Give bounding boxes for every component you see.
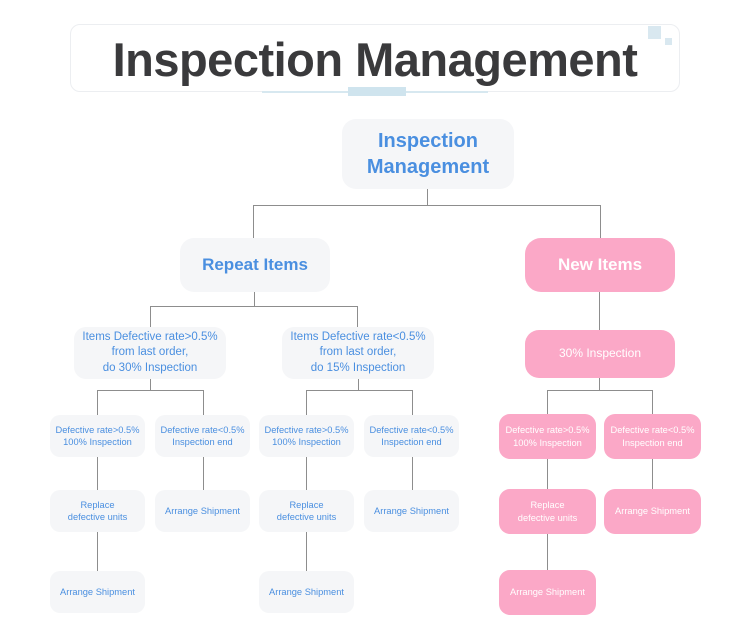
- node-defective-lt-inspection-end-b[interactable]: Defective rate<0.5%Inspection end: [364, 415, 459, 457]
- connector-to-n4c: [306, 390, 308, 416]
- connector-r3-down: [599, 378, 601, 391]
- connector-to-n4f: [652, 390, 654, 415]
- connector-to-n4d: [412, 390, 414, 416]
- connector-level3-bar: [150, 306, 358, 308]
- connector-l3b-down: [358, 379, 360, 391]
- connector-n5e-n6p: [547, 534, 549, 571]
- connector-n4e-n5e: [547, 459, 549, 490]
- node-30-percent-inspection[interactable]: 30% Inspection: [525, 330, 675, 378]
- title-underline-accent: [348, 87, 406, 96]
- connector-n4f-n5f: [652, 459, 654, 490]
- connector-repeat-down: [254, 292, 256, 307]
- header-card: [70, 24, 680, 92]
- connector-n4c-n5c: [306, 457, 308, 491]
- connector-to-l3b: [357, 306, 359, 328]
- connector-r3-bar: [547, 390, 653, 392]
- connector-root-down: [427, 189, 429, 206]
- connector-to-repeat-items: [253, 205, 255, 239]
- node-defective-gt-100-inspection-new[interactable]: Defective rate>0.5%100% Inspection: [499, 414, 596, 459]
- connector-to-n4b: [203, 390, 205, 416]
- node-items-defective-rate-gt[interactable]: Items Defective rate>0.5%from last order…: [74, 327, 226, 379]
- node-new-items[interactable]: New Items: [525, 238, 675, 292]
- node-items-defective-rate-lt[interactable]: Items Defective rate<0.5%from last order…: [282, 327, 434, 379]
- node-arrange-shipment-final-b[interactable]: Arrange Shipment: [259, 571, 354, 613]
- node-arrange-shipment-b[interactable]: Arrange Shipment: [364, 490, 459, 532]
- node-arrange-shipment-final-new[interactable]: Arrange Shipment: [499, 570, 596, 615]
- connector-l3b-bar: [306, 390, 413, 392]
- node-defective-gt-100-inspection-a[interactable]: Defective rate>0.5%100% Inspection: [50, 415, 145, 457]
- decorative-square-small-icon: [665, 38, 672, 45]
- node-repeat-items[interactable]: Repeat Items: [180, 238, 330, 292]
- connector-n5c-n6b: [306, 532, 308, 572]
- connector-to-n4e: [547, 390, 549, 415]
- page-title: Inspection Management: [112, 32, 638, 86]
- node-arrange-shipment-final-a[interactable]: Arrange Shipment: [50, 571, 145, 613]
- node-defective-gt-100-inspection-b[interactable]: Defective rate>0.5%100% Inspection: [259, 415, 354, 457]
- decorative-square-large-icon: [648, 26, 661, 39]
- connector-level2-bar: [253, 205, 601, 207]
- connector-l3a-down: [150, 379, 152, 391]
- connector-to-new-items: [600, 205, 602, 239]
- connector-n4a-n5a: [97, 457, 99, 491]
- connector-n5a-n6a: [97, 532, 99, 572]
- connector-to-l3a: [150, 306, 152, 328]
- node-arrange-shipment-a[interactable]: Arrange Shipment: [155, 490, 250, 532]
- node-defective-lt-inspection-end-a[interactable]: Defective rate<0.5%Inspection end: [155, 415, 250, 457]
- connector-n4d-n5d: [412, 457, 414, 491]
- connector-l3a-bar: [97, 390, 204, 392]
- node-arrange-shipment-new[interactable]: Arrange Shipment: [604, 489, 701, 534]
- connector-n4b-n5b: [203, 457, 205, 491]
- node-defective-lt-inspection-end-new[interactable]: Defective rate<0.5%Inspection end: [604, 414, 701, 459]
- connector-to-n4a: [97, 390, 99, 416]
- connector-new-items-down: [599, 292, 601, 331]
